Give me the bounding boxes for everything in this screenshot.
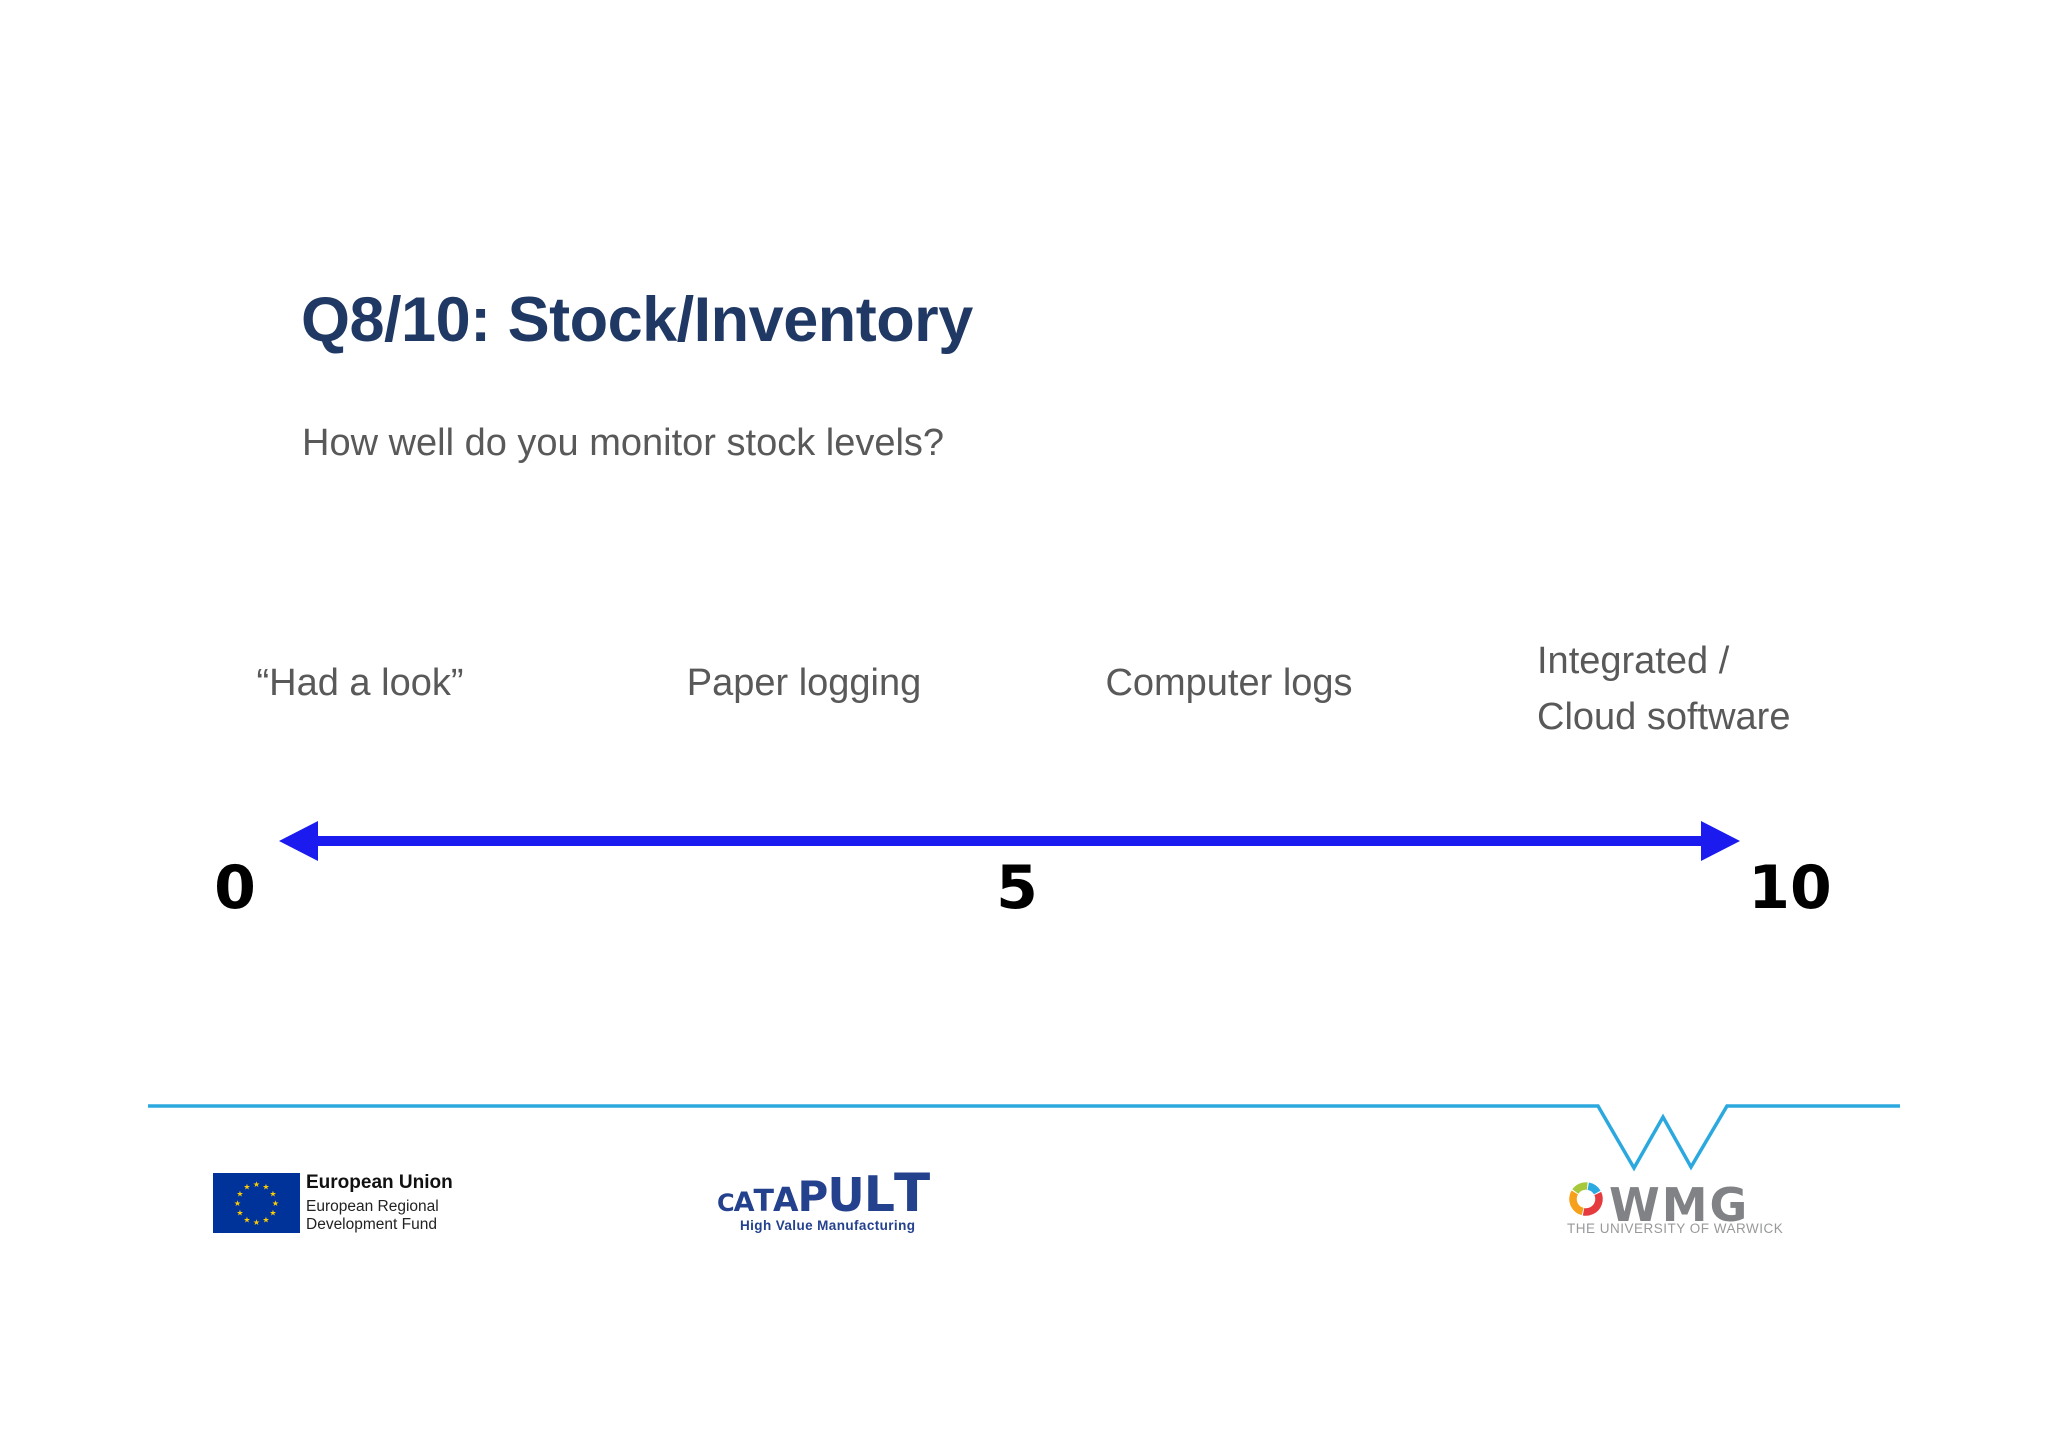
svg-text:★: ★ <box>269 1190 276 1199</box>
eu-logo-line3: Development Fund <box>306 1216 437 1233</box>
question-text: How well do you monitor stock levels? <box>302 422 945 464</box>
scale-label-integrated-cloud: Integrated / Cloud software <box>1537 633 1790 745</box>
catapult-tagline: High Value Manufacturing <box>740 1218 916 1233</box>
svg-text:★: ★ <box>262 1216 269 1225</box>
scale-label-had-a-look: “Had a look” <box>256 662 464 704</box>
scale-max-value: 10 <box>1748 853 1832 923</box>
scale-label-integrated-line1: Integrated / <box>1537 640 1730 682</box>
arrowhead-right-icon <box>1701 821 1740 861</box>
catapult-letter: U <box>827 1168 865 1222</box>
svg-text:★: ★ <box>272 1199 279 1208</box>
catapult-letter: T <box>753 1184 774 1219</box>
footer-rule-line <box>148 1104 1900 1172</box>
eu-flag-stars: ★★★ ★★★ ★★★ ★★★ <box>234 1180 279 1227</box>
catapult-letter: L <box>863 1166 895 1223</box>
eu-flag-icon: ★★★ ★★★ ★★★ ★★★ <box>213 1173 300 1233</box>
eu-logo-title: European Union <box>306 1172 453 1193</box>
wmg-swirl-icon <box>1569 1182 1603 1216</box>
svg-text:★: ★ <box>253 1180 260 1189</box>
eu-flag-field <box>213 1173 300 1233</box>
wmg-logo-subtitle: THE UNIVERSITY OF WARWICK <box>1567 1221 1784 1236</box>
svg-text:★: ★ <box>253 1218 260 1227</box>
svg-text:★: ★ <box>269 1209 276 1218</box>
svg-text:★: ★ <box>236 1190 243 1199</box>
catapult-letter: A <box>733 1187 755 1218</box>
scale-label-paper-logging: Paper logging <box>686 662 922 704</box>
catapult-letter: T <box>893 1163 931 1224</box>
arrowhead-left-icon <box>279 821 318 861</box>
svg-text:★: ★ <box>243 1183 250 1192</box>
scale-mid-value: 5 <box>996 853 1038 923</box>
wmg-logo-name: WMG <box>1609 1178 1750 1232</box>
catapult-letter: C <box>717 1189 735 1217</box>
catapult-letter: A <box>773 1180 799 1219</box>
svg-text:★: ★ <box>262 1183 269 1192</box>
svg-text:★: ★ <box>234 1199 241 1208</box>
scale-label-integrated-line2: Cloud software <box>1537 696 1791 738</box>
page-title: Q8/10: Stock/Inventory <box>301 285 973 355</box>
eu-logo-line2: European Regional <box>306 1198 439 1215</box>
catapult-logo: C A T A P U L T <box>717 1163 931 1224</box>
catapult-letter: P <box>797 1172 829 1221</box>
svg-text:★: ★ <box>236 1209 243 1218</box>
scale-min-value: 0 <box>214 853 256 923</box>
svg-text:★: ★ <box>243 1216 250 1225</box>
scale-label-computer-logs: Computer logs <box>1105 662 1353 704</box>
